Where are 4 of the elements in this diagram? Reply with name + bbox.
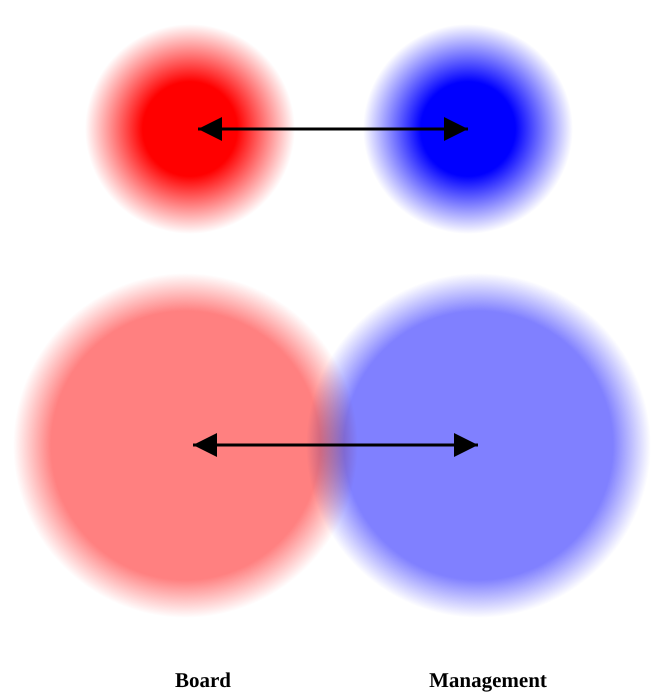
double-arrow <box>193 433 478 457</box>
column-label: Board <box>174 668 232 692</box>
column-label: Management <box>428 668 548 692</box>
double-arrow <box>198 117 468 141</box>
